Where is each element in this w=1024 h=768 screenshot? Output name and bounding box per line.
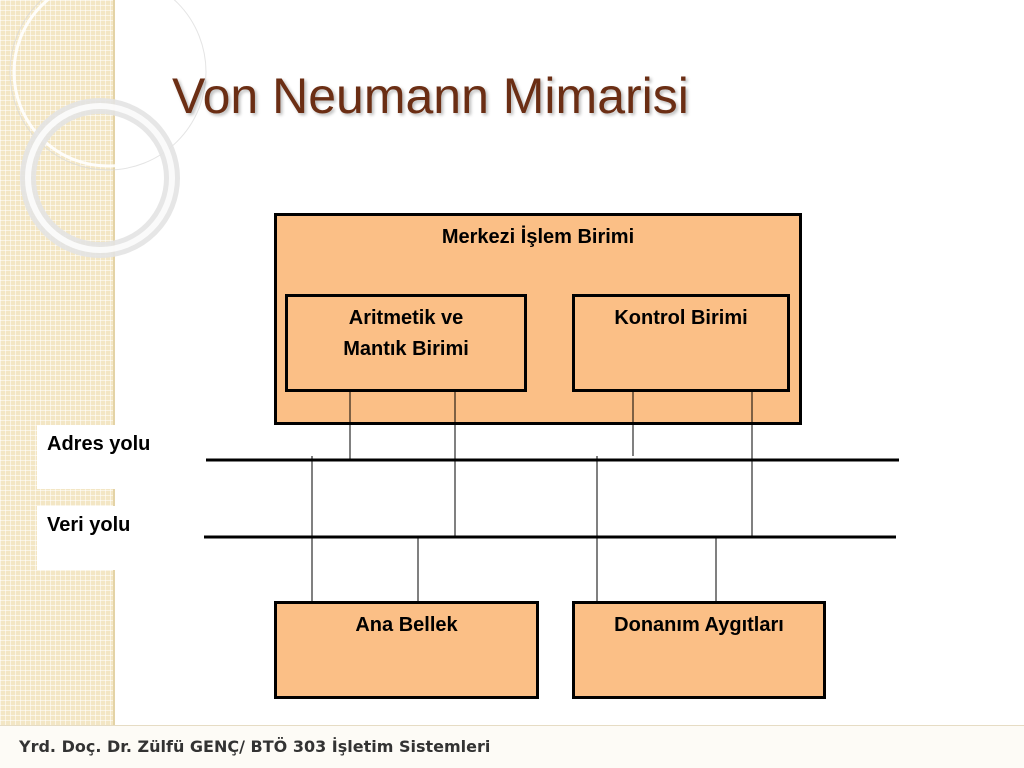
slide-footer: Yrd. Doç. Dr. Zülfü GENÇ/ BTÖ 303 İşleti…	[0, 725, 1024, 768]
side-strip-edge	[113, 0, 115, 768]
footer-text: Yrd. Doç. Dr. Zülfü GENÇ/ BTÖ 303 İşleti…	[19, 737, 491, 756]
main-memory-label: Ana Bellek	[355, 614, 458, 636]
alu-box: Aritmetik ve Mantık Birimi	[285, 294, 527, 392]
decorative-ring-highlight	[25, 103, 175, 253]
data-bus-label: Veri yolu	[47, 514, 131, 536]
slide-title: Von Neumann Mimarisi	[172, 68, 689, 124]
control-unit-box: Kontrol Birimi	[572, 294, 790, 392]
address-bus-label-box: Adres yolu	[37, 425, 185, 489]
address-bus-label: Adres yolu	[47, 433, 151, 455]
cpu-label: Merkezi İşlem Birimi	[441, 226, 635, 248]
io-devices-label: Donanım Aygıtları	[614, 614, 784, 636]
decorative-ring-outline	[9, 0, 207, 171]
data-bus-label-box: Veri yolu	[37, 506, 172, 570]
decorative-ring-large	[12, 0, 204, 168]
control-unit-label: Kontrol Birimi	[614, 307, 748, 329]
main-memory-box: Ana Bellek	[274, 601, 539, 699]
alu-label: Aritmetik ve Mantık Birimi	[343, 307, 469, 360]
decorative-rings	[9, 0, 207, 258]
io-devices-box: Donanım Aygıtları	[572, 601, 826, 699]
